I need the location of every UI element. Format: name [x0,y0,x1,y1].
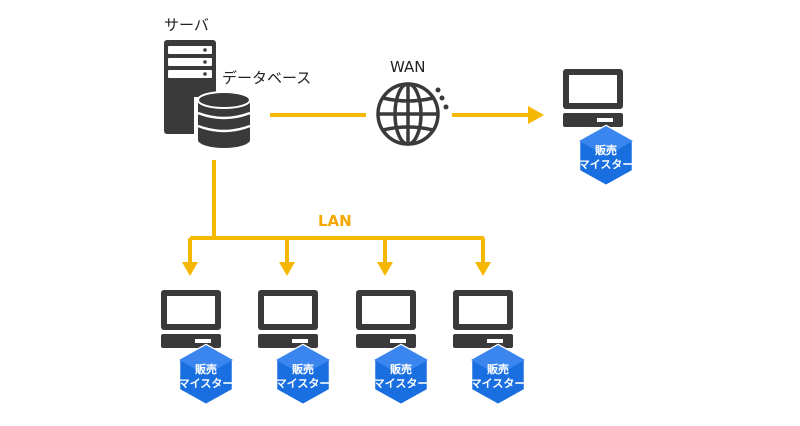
arrowhead-lan-2 [279,262,295,276]
signal-dots-icon [435,87,449,110]
badge-line2: マイスター [374,377,429,390]
database-icon [194,91,254,148]
lan-terminal-2: 販売 マイスター [258,290,332,407]
arrowhead-lan-3 [377,262,393,276]
lan-terminal-4: 販売 マイスター [453,290,527,407]
wan-globe-icon [376,82,440,146]
badge-line1: 販売 [390,362,412,376]
computer-icon [258,290,318,348]
computer-icon [356,290,416,348]
wan-label: WAN [390,58,426,76]
hanbai-meister-badge: 販売 マイスター [469,343,527,407]
badge-line1: 販売 [595,143,617,157]
hanbai-meister-badge: 販売 マイスター [274,343,332,407]
badge-line2: マイスター [276,377,331,390]
arrowhead-lan-1 [182,262,198,276]
badge-line1: 販売 [487,362,509,376]
arrowhead-remote [528,106,544,124]
hanbai-meister-badge: 販売 マイスター [177,343,235,407]
computer-icon [563,69,623,127]
badge-line2: マイスター [471,377,526,390]
connection-lines [188,113,528,264]
badge-line1: 販売 [195,362,217,376]
badge-line2: マイスター [579,158,634,171]
arrowheads [182,106,544,276]
lan-terminal-1: 販売 マイスター [161,290,235,407]
computer-icon [453,290,513,348]
arrowhead-lan-4 [475,262,491,276]
badge-line1: 販売 [292,362,314,376]
server-label: サーバ [164,16,209,34]
badge-line2: マイスター [179,377,234,390]
lan-terminal-3: 販売 マイスター [356,290,430,407]
database-label: データベース [222,69,311,87]
hanbai-meister-badge: 販売 マイスター [577,124,635,188]
hanbai-meister-badge: 販売 マイスター [372,343,430,407]
lan-label: LAN [318,212,352,230]
computer-icon [161,290,221,348]
remote-terminal: 販売 マイスター [563,69,635,188]
